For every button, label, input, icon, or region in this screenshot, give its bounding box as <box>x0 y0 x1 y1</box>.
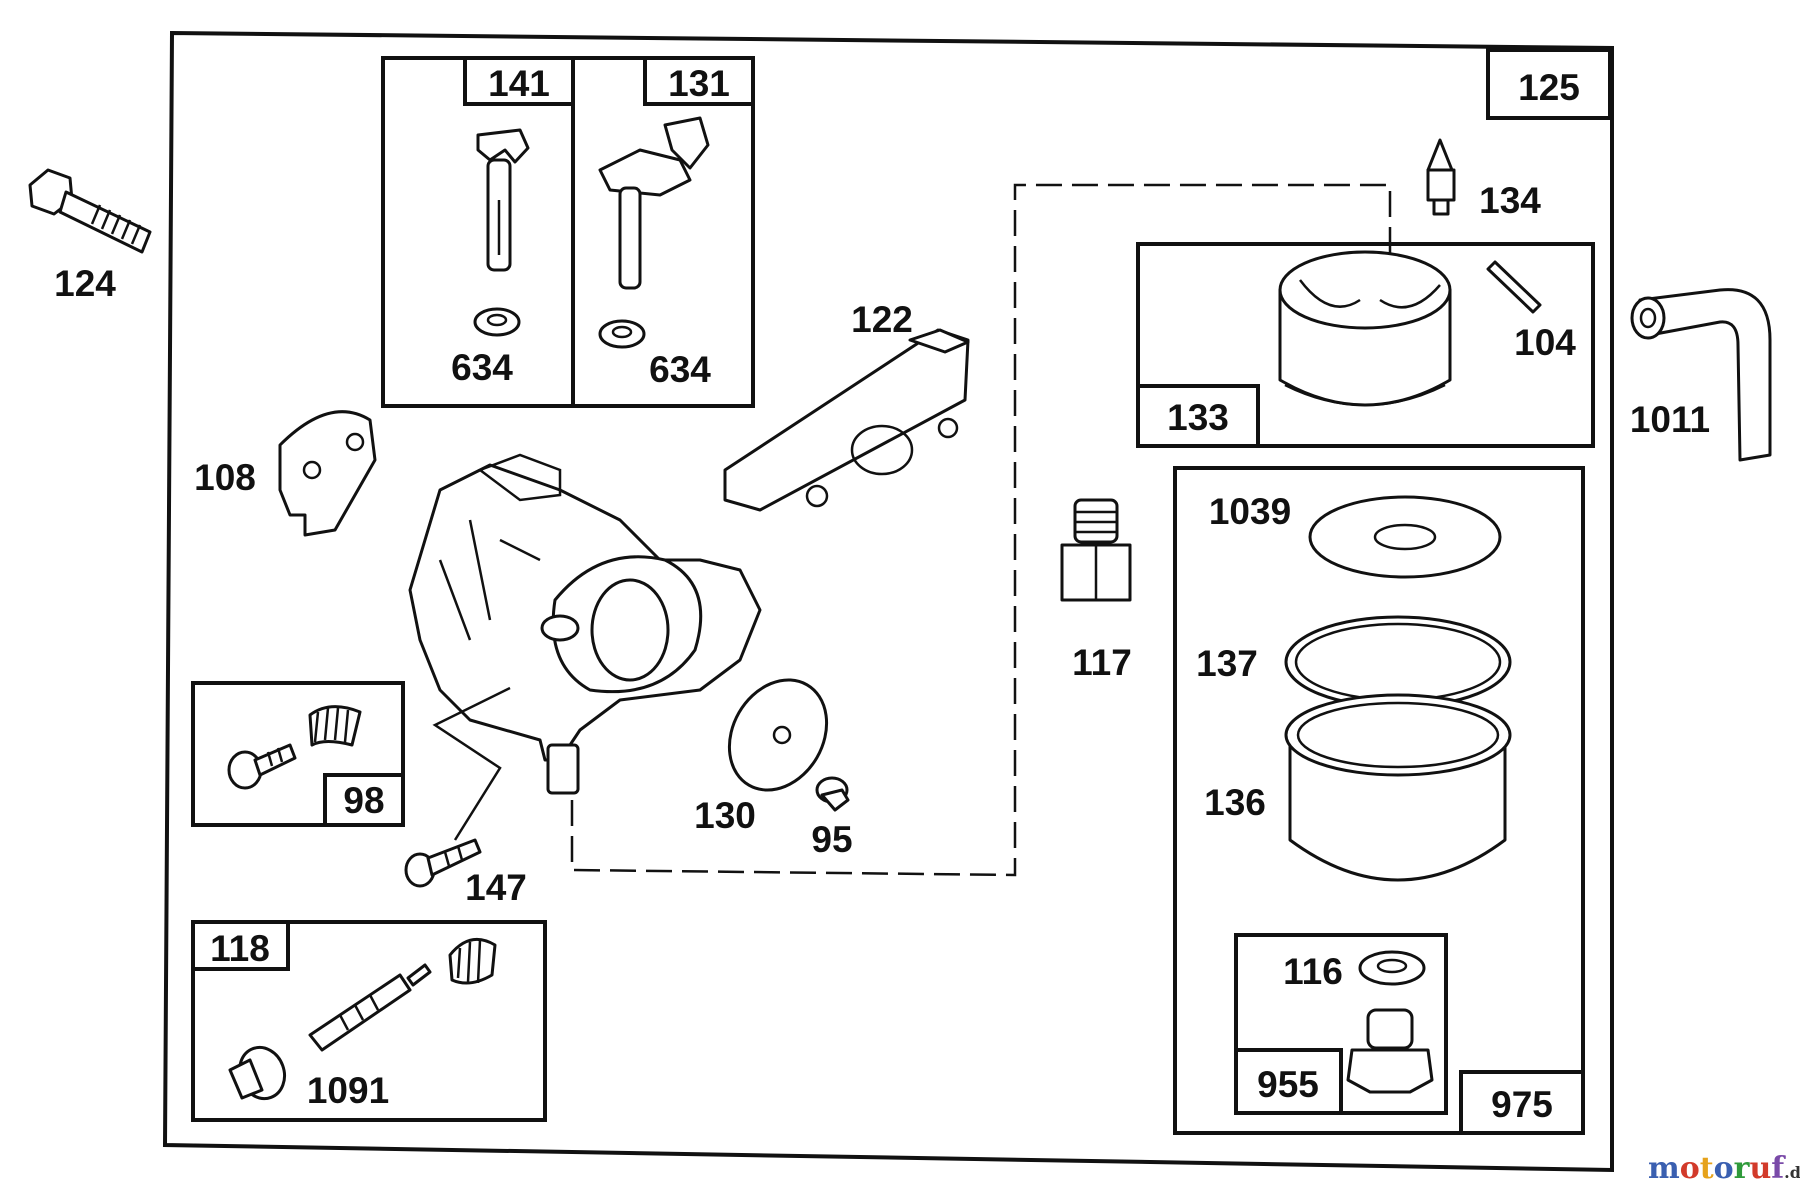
tag-box-141 <box>463 56 575 106</box>
svg-text:motoruf.de: motoruf.de <box>1648 1151 1800 1186</box>
fuel-hose-1011 <box>1630 288 1772 462</box>
mixture-screw-147 <box>404 838 482 888</box>
fitting-117 <box>1060 498 1132 602</box>
tag-box-131 <box>643 56 755 106</box>
tag-box-118 <box>191 920 290 971</box>
label-136: 136 <box>1204 782 1266 823</box>
label-98: 98 <box>343 780 384 821</box>
label-1039: 1039 <box>1209 491 1291 532</box>
kit-box-118 <box>191 920 547 1122</box>
choke-shaft-131 <box>598 116 710 349</box>
label-137: 137 <box>1196 643 1258 684</box>
leader-147 <box>432 686 511 841</box>
watermark-letter: t <box>1700 1151 1714 1186</box>
label-125: 125 <box>1518 67 1580 108</box>
label-141: 141 <box>488 63 550 104</box>
label-116: 116 <box>1283 951 1343 992</box>
float-needle-134 <box>1426 138 1456 216</box>
kit-box-98 <box>191 681 405 827</box>
label-975: 975 <box>1491 1084 1553 1125</box>
watermark-letter: f <box>1771 1151 1786 1186</box>
gasket-1039 <box>1308 495 1502 579</box>
label-634-left: 634 <box>451 347 513 388</box>
label-131: 131 <box>668 63 730 104</box>
float-pin-104 <box>1486 260 1542 314</box>
plate-108 <box>278 410 377 537</box>
carburetor-body <box>408 453 762 795</box>
screw-95 <box>815 776 850 812</box>
kit-box-975 <box>1173 466 1585 1135</box>
label-955: 955 <box>1257 1064 1319 1105</box>
label-108: 108 <box>194 457 256 498</box>
tag-box-133 <box>1136 384 1260 448</box>
watermark-letter: m <box>1648 1151 1680 1186</box>
tag-box-125 <box>1486 48 1612 120</box>
tag-box-955 <box>1234 1048 1343 1115</box>
kit-box-133 <box>1136 242 1595 448</box>
throttle-plate-130 <box>727 678 829 792</box>
float-133 <box>1278 250 1452 407</box>
watermark-letter: r <box>1734 1151 1751 1186</box>
tag-box-98 <box>323 773 405 827</box>
label-122: 122 <box>851 299 913 340</box>
label-130: 130 <box>694 795 756 836</box>
idle-screw-98 <box>227 705 362 790</box>
main-jet-needle-1091 <box>228 937 497 1101</box>
gasket-122 <box>723 328 970 512</box>
watermark-letter: u <box>1749 1151 1771 1186</box>
tag-box-975 <box>1459 1070 1585 1135</box>
label-147: 147 <box>465 867 527 908</box>
label-1091: 1091 <box>307 1070 389 1111</box>
main-frame <box>162 30 1614 1173</box>
label-1011: 1011 <box>1630 399 1710 440</box>
connector-dashed-line <box>570 183 1392 877</box>
label-133: 133 <box>1167 397 1229 438</box>
washer-116 <box>1358 950 1426 986</box>
label-118: 118 <box>210 928 270 969</box>
label-104: 104 <box>1514 322 1576 363</box>
watermark-letter: o <box>1680 1151 1700 1186</box>
bowl-nut-955 <box>1346 1008 1434 1094</box>
label-634-right: 634 <box>649 349 711 390</box>
watermark-logo: motoruf.de <box>1648 1151 1800 1186</box>
bolt-124 <box>28 168 152 254</box>
throttle-shaft-141 <box>473 128 530 337</box>
watermark-letter: o <box>1714 1151 1734 1186</box>
label-124: 124 <box>54 263 116 304</box>
float-bowl-136 <box>1284 693 1512 882</box>
label-134: 134 <box>1479 180 1541 221</box>
label-117: 117 <box>1072 642 1132 683</box>
label-95: 95 <box>811 819 852 860</box>
